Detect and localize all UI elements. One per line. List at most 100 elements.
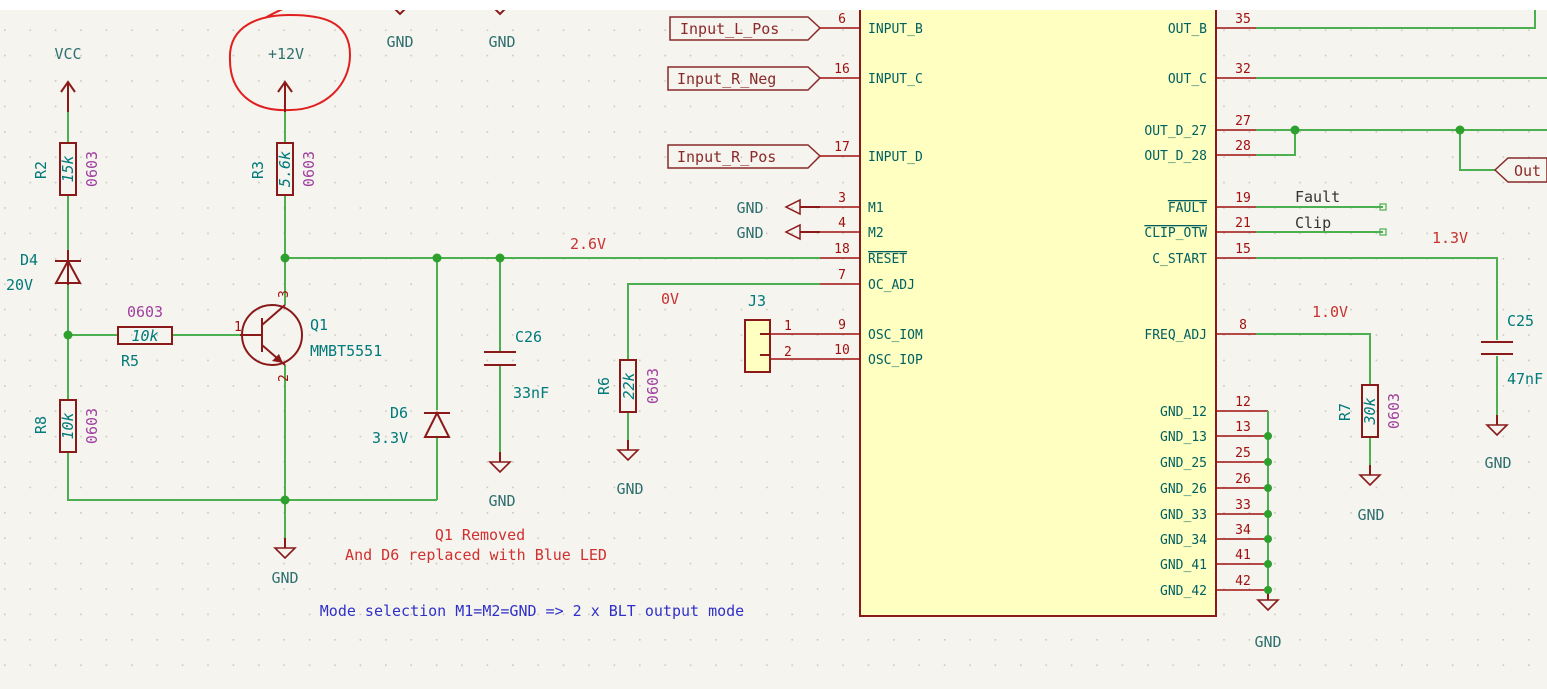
ic-pin-number: 26 xyxy=(1235,472,1251,487)
r8-ref: R8 xyxy=(32,416,50,434)
connector-j3[interactable] xyxy=(744,319,771,373)
junction xyxy=(1264,510,1272,518)
c25-value: 47nF xyxy=(1507,370,1543,388)
vcc-arrow-icon xyxy=(60,80,76,112)
ic-pin-name: OUT_C xyxy=(1168,72,1207,87)
d6-value: 3.3V xyxy=(372,429,408,447)
j3-pin-lines xyxy=(770,333,820,360)
gnd-label: GND xyxy=(1484,454,1511,472)
transistor-q1[interactable] xyxy=(240,304,303,366)
resistor-r2[interactable] xyxy=(59,142,77,196)
resistor-r6[interactable] xyxy=(619,359,637,413)
c26-ref: C26 xyxy=(515,328,542,346)
ic-pin-name: RESET xyxy=(868,252,907,267)
j3-ref: J3 xyxy=(748,292,766,310)
net-voltage-2v6: 2.6V xyxy=(570,235,606,253)
ic-pin-name: FAULT xyxy=(1168,201,1207,216)
r5-value: 10k xyxy=(131,327,158,345)
ic-pin-name: M1 xyxy=(868,201,884,216)
r7-value: 30k xyxy=(1361,397,1379,425)
q1-pin-c: 3 xyxy=(277,290,292,298)
r8-footprint: 0603 xyxy=(83,408,101,444)
ic-pin-number: 9 xyxy=(838,318,846,333)
ic-pin-name: GND_41 xyxy=(1160,558,1207,573)
d4-value: 20V xyxy=(6,276,33,294)
label-out[interactable]: Out xyxy=(1493,157,1547,183)
zener-diode-d6[interactable] xyxy=(423,410,451,438)
d6-ref: D6 xyxy=(390,404,408,422)
gnd-label: GND xyxy=(488,33,515,51)
top-band-overlay xyxy=(0,0,1547,10)
r8-value: 10k xyxy=(59,412,77,439)
q1-value: MMBT5551 xyxy=(310,342,382,360)
ic-pin-number: 16 xyxy=(834,62,850,77)
ic-pin-number: 4 xyxy=(838,216,846,231)
junction xyxy=(495,253,505,263)
capacitor-c25[interactable] xyxy=(1481,341,1513,355)
svg-text:Input_R_Pos: Input_R_Pos xyxy=(677,148,776,166)
ic-pin-number: 34 xyxy=(1235,523,1251,538)
ic-pin-name: OUT_D_28 xyxy=(1144,149,1207,164)
ic-pin-number: 13 xyxy=(1235,420,1251,435)
note-mode-selection: Mode selection M1=M2=GND => 2 x BLT outp… xyxy=(320,602,744,620)
resistor-r7[interactable] xyxy=(1361,384,1379,438)
label-input-r-pos[interactable]: Input_R_Pos xyxy=(667,144,822,169)
resistor-r5[interactable] xyxy=(117,326,173,345)
d4-ref: D4 xyxy=(20,251,38,269)
gnd-label: GND xyxy=(736,199,763,217)
ic-pin-number: 17 xyxy=(834,140,850,155)
note-d6-replaced: And D6 replaced with Blue LED xyxy=(345,546,607,564)
label-input-l-pos[interactable]: Input_L_Pos xyxy=(669,16,822,41)
ic-pin-number: 7 xyxy=(838,268,846,283)
ic-pin-number: 10 xyxy=(834,343,850,358)
net-voltage-1v0: 1.0V xyxy=(1312,303,1348,321)
ic-pin-number: 8 xyxy=(1239,318,1247,333)
ic-pin-name: GND_26 xyxy=(1160,482,1207,497)
12v-label: +12V xyxy=(268,45,304,63)
power-arrow-icon xyxy=(277,80,293,112)
c25-ref: C25 xyxy=(1507,312,1534,330)
ic-pin-number: 15 xyxy=(1235,242,1251,257)
ic-pin-name: INPUT_C xyxy=(868,72,923,87)
ic-pin-name: OUT_D_27 xyxy=(1144,124,1207,139)
ic-pin-number: 6 xyxy=(838,12,846,27)
label-input-r-neg[interactable]: Input_R_Neg xyxy=(667,66,822,91)
resistor-r8[interactable] xyxy=(59,399,77,453)
gnd-symbol-m1 xyxy=(784,198,820,216)
gnd-junctions xyxy=(1264,432,1272,594)
ic-pin-name: GND_25 xyxy=(1160,456,1207,471)
r3-value: 5.6k xyxy=(276,151,294,187)
gnd-label: GND xyxy=(386,33,413,51)
r6-footprint: 0603 xyxy=(644,368,662,404)
resistor-r3[interactable] xyxy=(276,142,294,196)
wire xyxy=(1256,10,1547,600)
amplifier-ic[interactable] xyxy=(859,1,1217,617)
junction xyxy=(280,495,290,505)
ic-pin-name: GND_33 xyxy=(1160,508,1207,523)
ic-pin-number: 33 xyxy=(1235,498,1251,513)
ic-pin-number: 41 xyxy=(1235,548,1251,563)
ic-pin-number: 27 xyxy=(1235,114,1251,129)
r5-footprint: 0603 xyxy=(127,303,163,321)
capacitor-c26[interactable] xyxy=(484,351,516,366)
ic-pin-name: C_START xyxy=(1152,252,1207,267)
note-q1-removed: Q1 Removed xyxy=(435,526,525,544)
junction xyxy=(1264,586,1272,594)
r5-ref: R5 xyxy=(121,352,139,370)
r3-ref: R3 xyxy=(249,161,267,179)
gnd-label: GND xyxy=(488,492,515,510)
svg-text:Input_R_Neg: Input_R_Neg xyxy=(677,70,776,88)
svg-text:Out: Out xyxy=(1514,162,1541,180)
ic-pin-number: 18 xyxy=(834,242,850,257)
ic-pin-number: 25 xyxy=(1235,446,1251,461)
r2-value: 15k xyxy=(59,155,77,182)
junction xyxy=(432,253,442,263)
wire xyxy=(284,112,820,538)
no-connect-fault xyxy=(1379,203,1387,211)
zener-diode-d4[interactable] xyxy=(54,250,82,285)
junction xyxy=(1264,458,1272,466)
no-connect-clip xyxy=(1379,228,1387,236)
svg-text:Input_L_Pos: Input_L_Pos xyxy=(680,20,779,38)
